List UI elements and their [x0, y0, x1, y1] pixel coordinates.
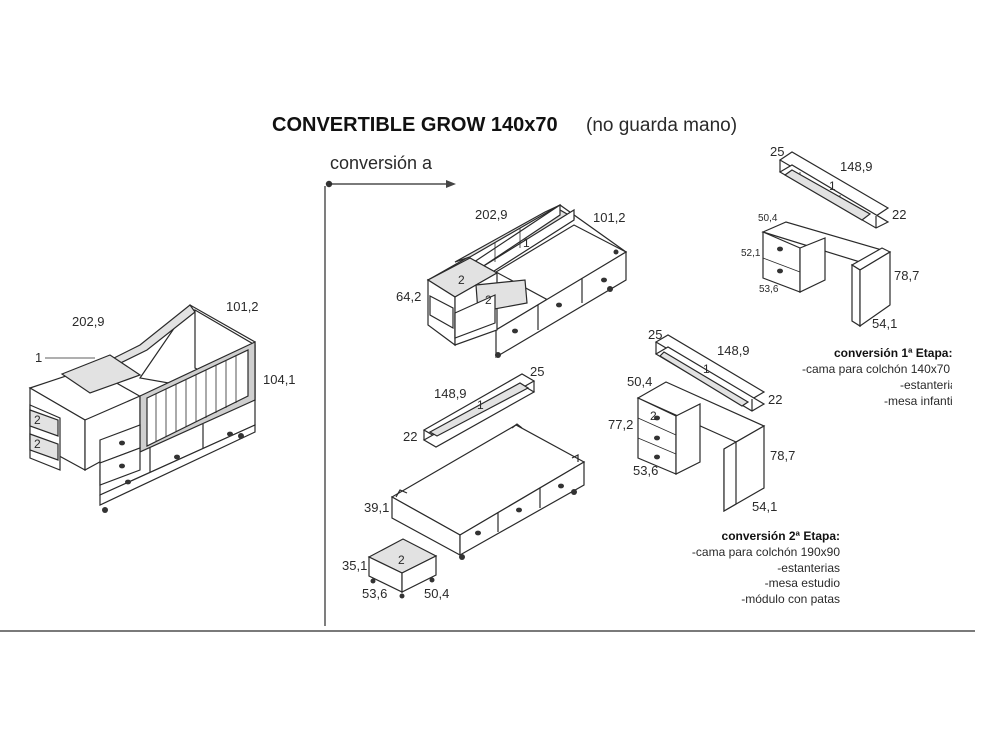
stage1-shelf-drawing: [778, 151, 890, 229]
stage2-module-dim-height: 35,1: [342, 558, 367, 573]
title-sub: (no guarda mano): [586, 115, 737, 136]
stage1-desk-dim-drawer-h: 52,1: [741, 248, 761, 259]
stage2-module-ref: 2: [398, 553, 405, 567]
stage1-desk-dim-height: 78,7: [894, 268, 919, 283]
original-dim-length: 202,9: [72, 314, 105, 329]
stage2-desk-dim-length: 54,1: [752, 499, 777, 514]
stage1-bed-box-a-ref: 2: [458, 273, 465, 287]
stage2-shelf-dim-length: 148,9: [434, 386, 467, 401]
stage1-shelf-module-ref: 1: [829, 179, 836, 193]
stage1-bed-dim-height: 64,2: [396, 289, 421, 304]
stage2-shelf-module-ref: 1: [477, 398, 484, 412]
stage1-caption: conversión 1ª Etapa: -cama para colchón …: [802, 346, 963, 408]
conversion-label: conversión a: [330, 153, 433, 173]
stage2-caption-line-3: -mesa estudio: [765, 576, 841, 590]
stage2-module-dim-width: 50,4: [424, 586, 449, 601]
stage1-caption-line-2: -estanterias: [900, 378, 963, 392]
stage2-shelf-drawing: [422, 373, 536, 448]
stage2-desk-drawing: [636, 334, 766, 513]
stage2-desk-dim-height-top: 25: [648, 327, 662, 342]
stage2-desk-dim-height: 78,7: [770, 448, 795, 463]
original-crib-drawing: [28, 304, 256, 513]
stage1-desk-drawing: [761, 221, 892, 328]
conversion-arrow: [325, 180, 456, 188]
stage1-caption-line-3: -mesa infantil: [884, 394, 955, 408]
stage2-desk-dim-length-shelf: 148,9: [717, 343, 750, 358]
stage1-desk-dim-length: 54,1: [872, 316, 897, 331]
original-drawer-a-ref: 2: [34, 413, 41, 427]
stage2-desk-dim-drawer-d: 53,6: [633, 463, 658, 478]
stage1-shelf-dim-depth: 22: [892, 207, 906, 222]
stage2-desk-dim-drawer-h: 77,2: [608, 417, 633, 432]
stage2-desk-dim-shelf-depth: 22: [768, 392, 782, 407]
stage1-bed-dim-length: 202,9: [475, 207, 508, 222]
stage2-bed-dim-height: 39,1: [364, 500, 389, 515]
original-dim-height: 104,1: [263, 372, 296, 387]
stage2-caption-heading: conversión 2ª Etapa:: [722, 529, 840, 543]
stage1-bed-dim-depth: 101,2: [593, 210, 626, 225]
stage1-bed-module-ref: 1: [523, 236, 530, 250]
original-dim-depth: 101,2: [226, 299, 259, 314]
stage1-desk-dim-drawer-d: 53,6: [759, 284, 779, 295]
stage1-bed-box-b-ref: 2: [485, 293, 492, 307]
stage2-bed-drawing: [390, 423, 586, 560]
stage1-shelf-dim-height: 25: [770, 144, 784, 159]
stage2-shelf-dim-height: 25: [530, 364, 544, 379]
stage1-caption-line-1: -cama para colchón 140x70: [802, 362, 950, 376]
stage2-caption: conversión 2ª Etapa: -cama para colchón …: [692, 529, 840, 606]
stage1-shelf-dim-length: 148,9: [840, 159, 873, 174]
stage2-desk-drawer-ref: 2: [650, 409, 657, 423]
stage2-desk-module-ref: 1: [703, 362, 710, 376]
original-drawer-b-ref: 2: [34, 437, 41, 451]
stage1-desk-dim-width: 50,4: [758, 213, 778, 224]
stage2-caption-line-4: -módulo con patas: [741, 592, 840, 606]
title-main: CONVERTIBLE GROW 140x70: [272, 114, 558, 136]
stage2-module-drawing: [367, 538, 438, 599]
stage1-bed-drawing: [426, 203, 628, 359]
stage2-shelf-dim-depth: 22: [403, 429, 417, 444]
stage2-module-dim-depth: 53,6: [362, 586, 387, 601]
original-module-ref: 1: [35, 350, 42, 365]
stage2-desk-dim-width: 50,4: [627, 374, 652, 389]
stage1-caption-heading: conversión 1ª Etapa:: [834, 346, 952, 360]
stage2-caption-line-1: -cama para colchón 190x90: [692, 545, 840, 559]
stage2-caption-line-2: -estanterias: [777, 561, 840, 575]
